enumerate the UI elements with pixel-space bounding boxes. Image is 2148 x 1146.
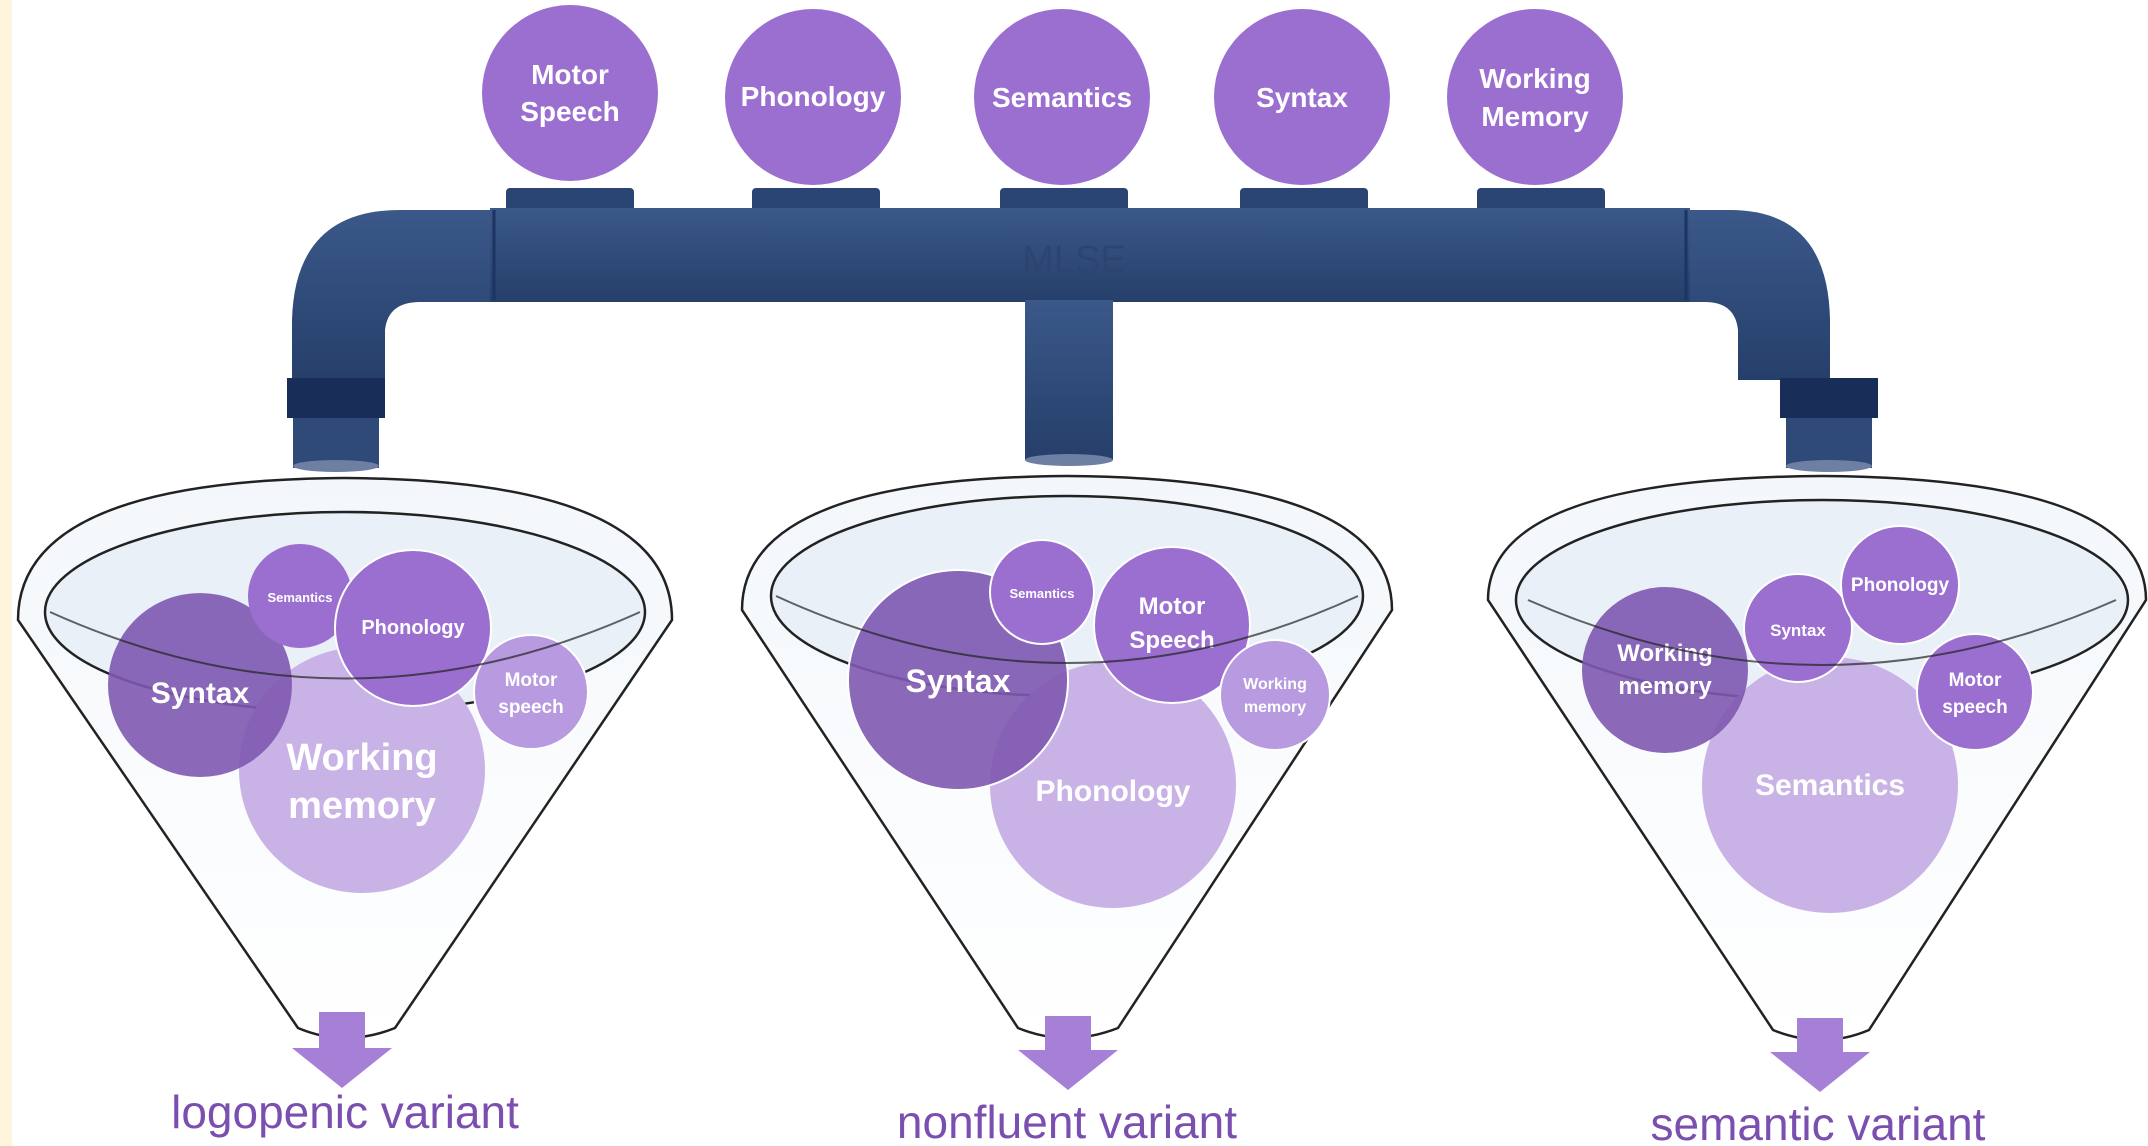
svg-text:memory: memory xyxy=(1244,699,1306,716)
pipe-drop-center xyxy=(1025,300,1113,460)
pipe-elbow-right xyxy=(1682,210,1830,380)
pipe-outlet-right xyxy=(1786,418,1872,468)
svg-text:Syntax: Syntax xyxy=(1770,621,1826,640)
svg-text:memory: memory xyxy=(1618,673,1712,700)
input-bubble-phonology: Phonology xyxy=(725,9,901,185)
svg-text:speech: speech xyxy=(498,697,563,718)
svg-text:Motor: Motor xyxy=(505,670,558,691)
variant-label-logopenic: logopenic variant xyxy=(171,1086,519,1138)
pipe-inlet xyxy=(1000,188,1128,214)
svg-text:speech: speech xyxy=(1942,697,2007,718)
bubble-motor-speech: Motor speech xyxy=(473,634,589,750)
input-bubble-semantics-label: Semantics xyxy=(992,82,1132,113)
bubble-semantics: Semantics xyxy=(248,544,352,648)
bubble-phonology: Phonology xyxy=(334,549,492,707)
pipe-collar-right xyxy=(1780,378,1878,418)
output-arrow-semantic xyxy=(1770,1018,1870,1092)
mlse-pipe: MLSE xyxy=(287,188,1878,472)
bubble-working-memory: Working memory xyxy=(1582,587,1748,753)
pipe-collar-left xyxy=(287,378,385,418)
svg-text:Semantics: Semantics xyxy=(267,590,332,605)
bubble-motor-speech: Motor speech xyxy=(1916,633,2034,751)
bubble-semantics: Semantics xyxy=(1702,657,1958,913)
bubble-working-memory: Working memory xyxy=(1219,639,1331,751)
bubble-phonology: Phonology xyxy=(1840,525,1960,645)
output-arrow-logopenic xyxy=(292,1012,392,1088)
variant-label-semantic: semantic variant xyxy=(1651,1098,1986,1146)
input-bubble-motor-speech-line2: Speech xyxy=(520,96,620,127)
svg-text:Syntax: Syntax xyxy=(151,677,250,710)
svg-text:Speech: Speech xyxy=(1129,627,1214,654)
output-arrow-nonfluent xyxy=(1018,1016,1118,1090)
svg-text:Working: Working xyxy=(286,737,437,779)
input-bubble-working-memory: Working Memory xyxy=(1447,9,1623,185)
pipe-elbow-left xyxy=(292,210,500,380)
pipe-inlet xyxy=(506,188,634,214)
bubble-working-memory: Working memory xyxy=(239,647,485,893)
svg-text:Phonology: Phonology xyxy=(1036,775,1191,808)
svg-text:Phonology: Phonology xyxy=(1851,575,1950,596)
pipe-inlet xyxy=(752,188,880,214)
funnel-logopenic: Working memory Syntax Semantics Phonolog… xyxy=(16,476,674,1040)
bubble-semantics: Semantics xyxy=(989,539,1095,645)
svg-text:memory: memory xyxy=(288,785,436,827)
variant-label-nonfluent: nonfluent variant xyxy=(897,1096,1237,1146)
input-bubble-syntax: Syntax xyxy=(1214,9,1390,185)
input-bubble-motor-speech: Motor Speech xyxy=(482,5,658,181)
funnel-nonfluent: Phonology Syntax Semantics Motor Speech … xyxy=(740,474,1394,1040)
pipe-outlet-left xyxy=(293,418,379,468)
svg-text:Working: Working xyxy=(1243,676,1307,693)
svg-text:Motor: Motor xyxy=(1139,593,1206,620)
input-bubble-motor-speech-line1: Motor xyxy=(531,59,609,90)
bubble-syntax: Syntax xyxy=(108,593,292,777)
svg-text:Motor: Motor xyxy=(1949,670,2002,691)
funnel-semantic: Semantics Working memory Syntax Phonolog… xyxy=(1486,474,2148,1042)
input-bubble-phonology-label: Phonology xyxy=(741,81,886,112)
bubble-syntax: Syntax xyxy=(1743,573,1853,683)
pipe-main xyxy=(490,208,1690,302)
input-bubble-working-memory-line2: Memory xyxy=(1481,101,1589,132)
pipe-label: MLSE xyxy=(1022,239,1125,281)
input-bubble-syntax-label: Syntax xyxy=(1256,82,1348,113)
input-bubble-working-memory-line1: Working xyxy=(1479,63,1590,94)
input-bubble-semantics: Semantics xyxy=(974,9,1150,185)
pipe-inlet xyxy=(1240,188,1368,214)
svg-text:Semantics: Semantics xyxy=(1009,586,1074,601)
left-border-strip xyxy=(0,0,12,1146)
pipe-inlet xyxy=(1477,188,1605,214)
svg-text:Semantics: Semantics xyxy=(1755,769,1905,802)
svg-text:Syntax: Syntax xyxy=(906,663,1011,699)
svg-text:Phonology: Phonology xyxy=(361,617,465,639)
